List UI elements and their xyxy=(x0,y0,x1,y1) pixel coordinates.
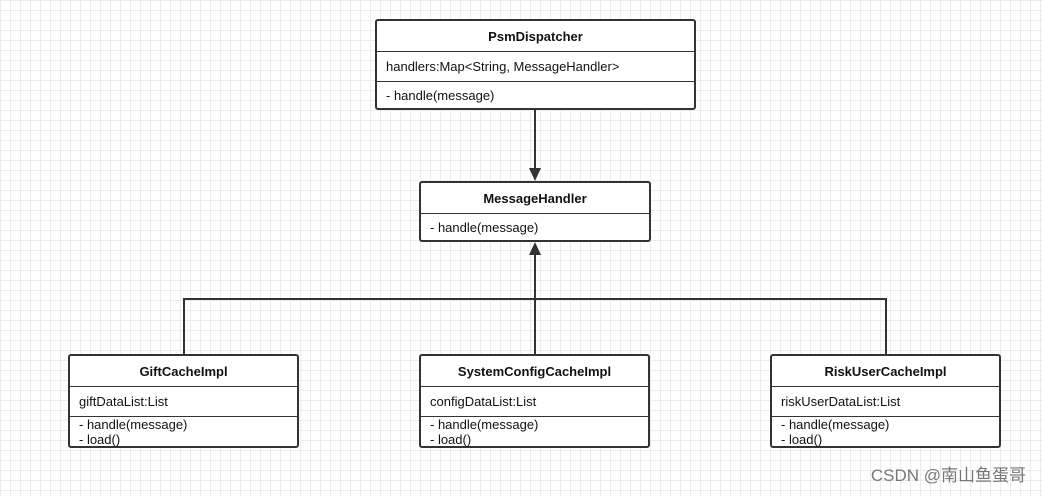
class-name: MessageHandler xyxy=(421,183,649,214)
class-attribute: giftDataList:List xyxy=(70,387,297,417)
class-psm-dispatcher[interactable]: PsmDispatcher handlers:Map<String, Messa… xyxy=(375,19,696,110)
class-attribute: configDataList:List xyxy=(421,387,648,417)
class-methods: - handle(message) - load() xyxy=(772,416,999,447)
class-methods: - handle(message) xyxy=(421,214,649,240)
class-gift-cache-impl[interactable]: GiftCacheImpl giftDataList:List - handle… xyxy=(68,354,299,448)
class-name: PsmDispatcher xyxy=(377,21,694,52)
class-methods: - handle(message) - load() xyxy=(70,416,297,447)
class-message-handler[interactable]: MessageHandler - handle(message) xyxy=(419,181,651,242)
class-name: RiskUserCacheImpl xyxy=(772,356,999,387)
class-method: - load() xyxy=(430,431,472,447)
realization-arrowhead xyxy=(529,242,541,255)
class-system-config-cache-impl[interactable]: SystemConfigCacheImpl configDataList:Lis… xyxy=(419,354,650,448)
class-attribute: riskUserDataList:List xyxy=(772,387,999,417)
class-methods: - handle(message) xyxy=(377,82,694,108)
association-arrowhead xyxy=(529,168,541,181)
class-methods: - handle(message) - load() xyxy=(421,416,648,447)
class-method: - load() xyxy=(781,431,823,447)
class-method: - handle(message) xyxy=(781,416,890,432)
class-method: - handle(message) xyxy=(386,87,495,103)
class-method: - load() xyxy=(79,431,121,447)
class-name: SystemConfigCacheImpl xyxy=(421,356,648,387)
class-method: - handle(message) xyxy=(430,219,539,235)
class-name: GiftCacheImpl xyxy=(70,356,297,387)
class-attribute: handlers:Map<String, MessageHandler> xyxy=(377,52,694,82)
class-risk-user-cache-impl[interactable]: RiskUserCacheImpl riskUserDataList:List … xyxy=(770,354,1001,448)
csdn-watermark: CSDN @南山鱼蛋哥 xyxy=(870,466,1026,485)
class-method: - handle(message) xyxy=(79,416,188,432)
class-method: - handle(message) xyxy=(430,416,539,432)
